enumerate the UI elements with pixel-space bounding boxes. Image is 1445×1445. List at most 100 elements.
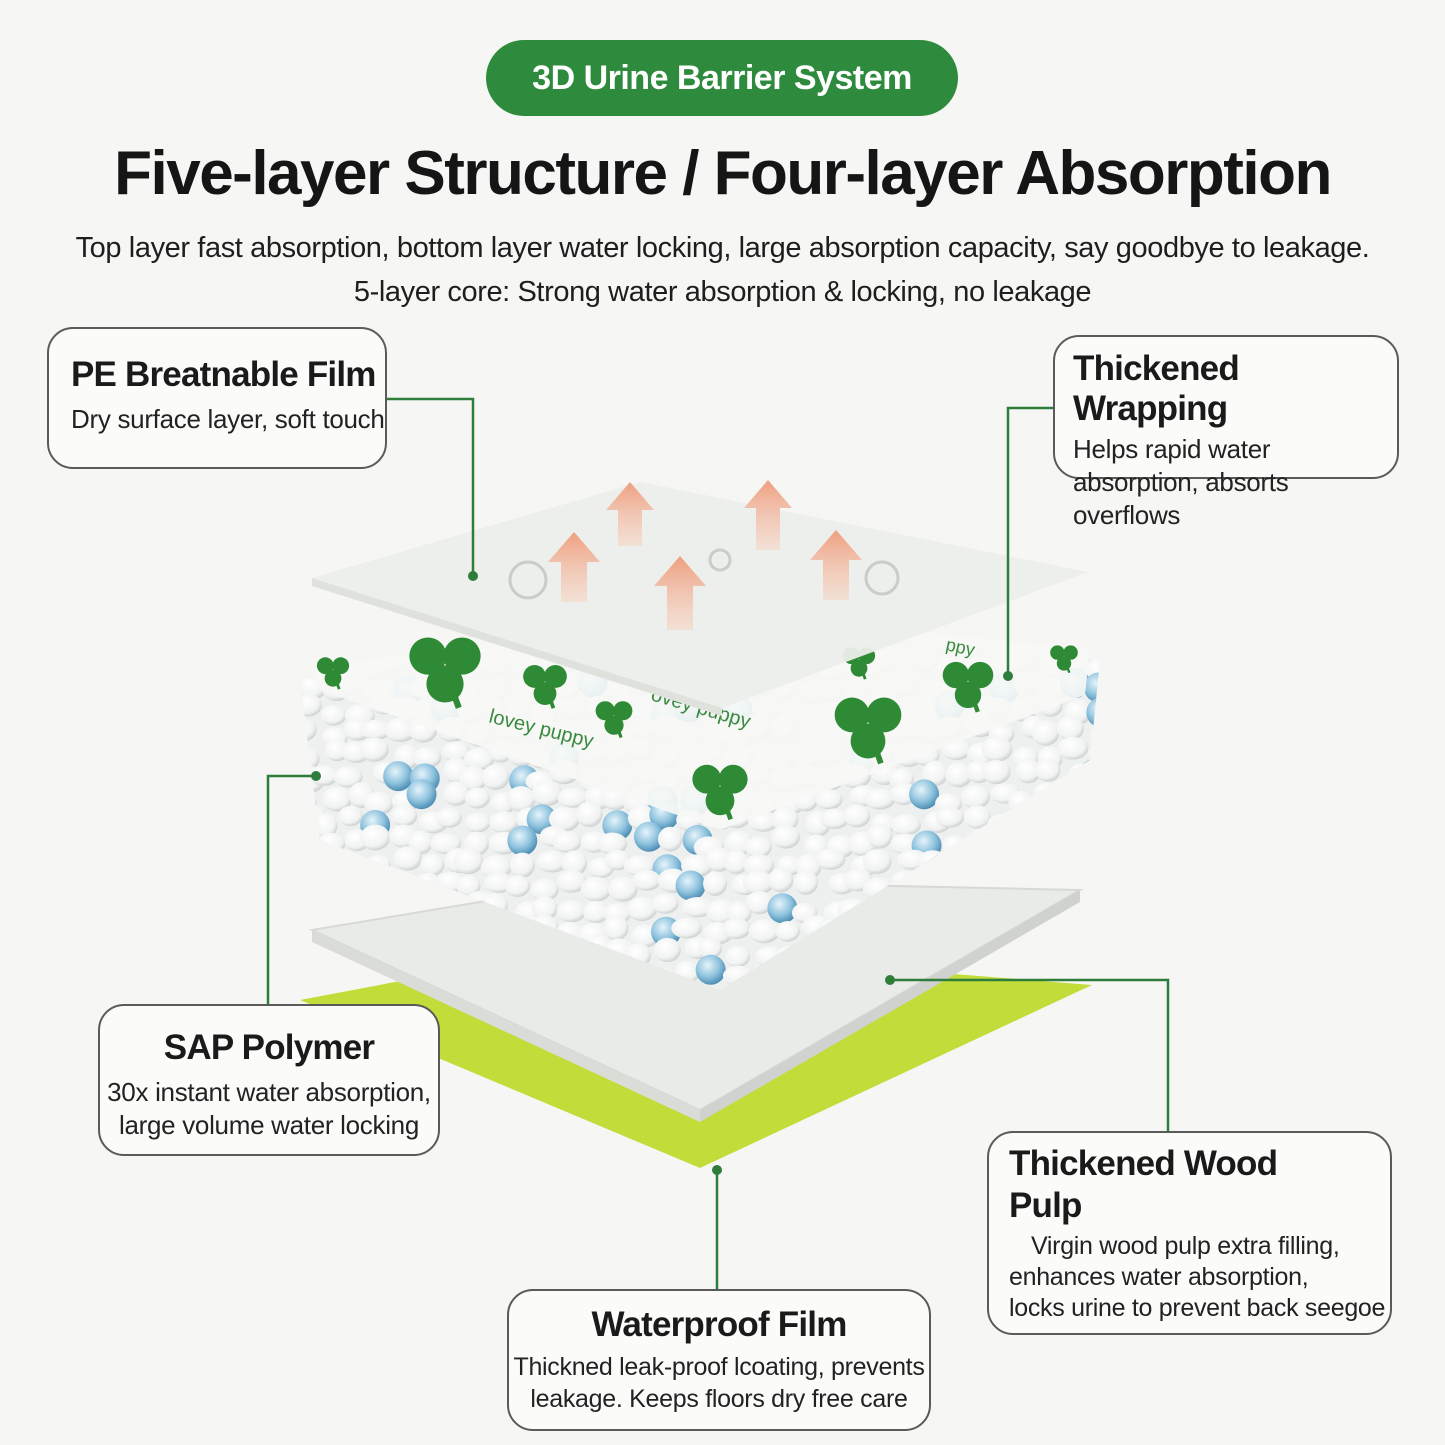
pulp-bead xyxy=(320,705,347,726)
pulp-bead xyxy=(300,868,316,893)
wood-pulp-description-1: Virgin wood pulp extra filling, xyxy=(1031,1232,1340,1260)
pulp-bead xyxy=(313,813,338,839)
thickened-wrapping-description: Helps rapid water absorption, absorts ov… xyxy=(1073,434,1289,530)
pulp-bead xyxy=(922,760,948,787)
pulp-bead xyxy=(531,896,558,921)
pulp-bead xyxy=(443,781,470,806)
pulp-bead xyxy=(793,870,818,895)
pulp-bead xyxy=(435,807,462,828)
pulp-bead xyxy=(1090,791,1100,815)
subtitle-line-2: 5-layer core: Strong water absorption & … xyxy=(353,276,1092,308)
pulp-bead xyxy=(745,890,774,915)
pulp-bead xyxy=(965,855,993,882)
pulp-bead xyxy=(360,824,391,851)
pulp-bead xyxy=(721,918,751,940)
pulp-bead xyxy=(981,736,1013,762)
pulp-bead xyxy=(317,832,346,854)
pulp-bead xyxy=(365,877,393,900)
pe-film-callout: PE Breatnable Film Dry surface layer, so… xyxy=(47,327,387,469)
pulp-bead xyxy=(726,901,752,925)
pulp-bead xyxy=(1084,815,1100,837)
pulp-bead xyxy=(1036,809,1065,832)
pulp-bead xyxy=(300,693,322,717)
pulp-bead xyxy=(300,718,317,742)
pulp-bead xyxy=(775,920,800,942)
pulp-bead xyxy=(506,786,537,812)
pulp-bead xyxy=(488,811,519,834)
sap-gel-bead xyxy=(1083,672,1100,703)
pulp-bead xyxy=(453,848,484,875)
pulp-bead xyxy=(1076,893,1100,917)
pulp-bead xyxy=(300,834,323,857)
pulp-bead xyxy=(333,766,363,788)
callout-connectors xyxy=(266,397,1170,1289)
pulp-bead xyxy=(723,849,749,875)
pulp-bead xyxy=(1061,942,1094,965)
pulp-bead xyxy=(681,897,714,918)
pulp-bead xyxy=(1059,807,1091,828)
pulp-bead xyxy=(359,737,389,762)
pulp-bead xyxy=(548,806,580,832)
pulp-bead xyxy=(1080,868,1100,893)
pulp-bead xyxy=(1084,943,1100,965)
pulp-bead xyxy=(359,719,392,740)
sap-gel-bead xyxy=(1086,697,1100,728)
wood-pulp-title: Thickened Wood Pulp xyxy=(1009,1144,1278,1225)
air-bubbles xyxy=(508,548,900,600)
pulp-bead xyxy=(456,875,481,897)
pulp-bead xyxy=(556,870,587,893)
pulp-bead xyxy=(366,854,392,876)
pulp-bead xyxy=(531,780,562,807)
pulp-bead xyxy=(463,747,495,771)
pulp-bead xyxy=(300,893,324,919)
waterproof-film-description-2: leakage. Keeps floors dry free care xyxy=(530,1385,908,1413)
sap-gel-bead xyxy=(767,893,798,924)
sap-gel-bead xyxy=(507,825,538,856)
pulp-bead xyxy=(748,919,780,944)
pulp-bead xyxy=(341,890,372,914)
pulp-bead xyxy=(582,900,609,924)
pulp-bead xyxy=(1054,782,1087,809)
pulp-bead xyxy=(743,854,775,877)
pulp-bead xyxy=(627,896,658,922)
pulp-bead xyxy=(742,870,775,895)
pe-film-title: PE Breatnable Film xyxy=(71,355,376,394)
pulp-bead xyxy=(321,963,350,987)
sap-gel-bead xyxy=(1007,848,1038,879)
pulp-bead xyxy=(935,806,965,828)
pulp-bead xyxy=(1060,851,1085,877)
pulp-bead xyxy=(985,826,1014,849)
sap-gel-bead xyxy=(383,761,414,792)
pulp-bead xyxy=(744,836,772,858)
pulp-bead xyxy=(481,764,510,790)
pulp-bead xyxy=(322,786,352,812)
pulp-bead xyxy=(890,814,922,836)
pulp-bead xyxy=(504,875,531,897)
pulp-bead xyxy=(820,808,850,829)
pulp-bead xyxy=(960,785,990,809)
sap-polymer-callout: SAP Polymer 30x instant water absorption… xyxy=(98,1004,440,1156)
pulp-bead xyxy=(1078,988,1100,990)
pulp-bead xyxy=(992,853,1025,878)
sap-gel-bead xyxy=(1031,852,1062,883)
pulp-bead xyxy=(1008,790,1034,815)
sap-gel-bead xyxy=(675,870,706,901)
pulp-bead xyxy=(815,848,846,870)
pulp-bead xyxy=(1031,720,1060,746)
pulp-bead xyxy=(657,826,683,852)
pulp-bead xyxy=(536,850,568,873)
system-badge: 3D Urine Barrier System xyxy=(486,40,958,116)
pulp-bead xyxy=(530,878,559,902)
pulp-bead xyxy=(1015,758,1041,784)
pulp-bead xyxy=(464,787,490,809)
page-title: Five-layer Structure / Four-layer Absorp… xyxy=(114,139,1332,208)
pulp-bead xyxy=(556,900,587,923)
pulp-bead xyxy=(300,791,317,813)
pulp-bead xyxy=(1081,962,1100,988)
breathable-arrows xyxy=(548,480,862,630)
pulp-bead xyxy=(1033,782,1060,804)
pulp-bead xyxy=(1065,963,1096,986)
wood-pulp-callout: Thickened Wood Pulp Virgin wood pulp ext… xyxy=(987,1131,1392,1335)
pulp-bead xyxy=(300,967,317,988)
